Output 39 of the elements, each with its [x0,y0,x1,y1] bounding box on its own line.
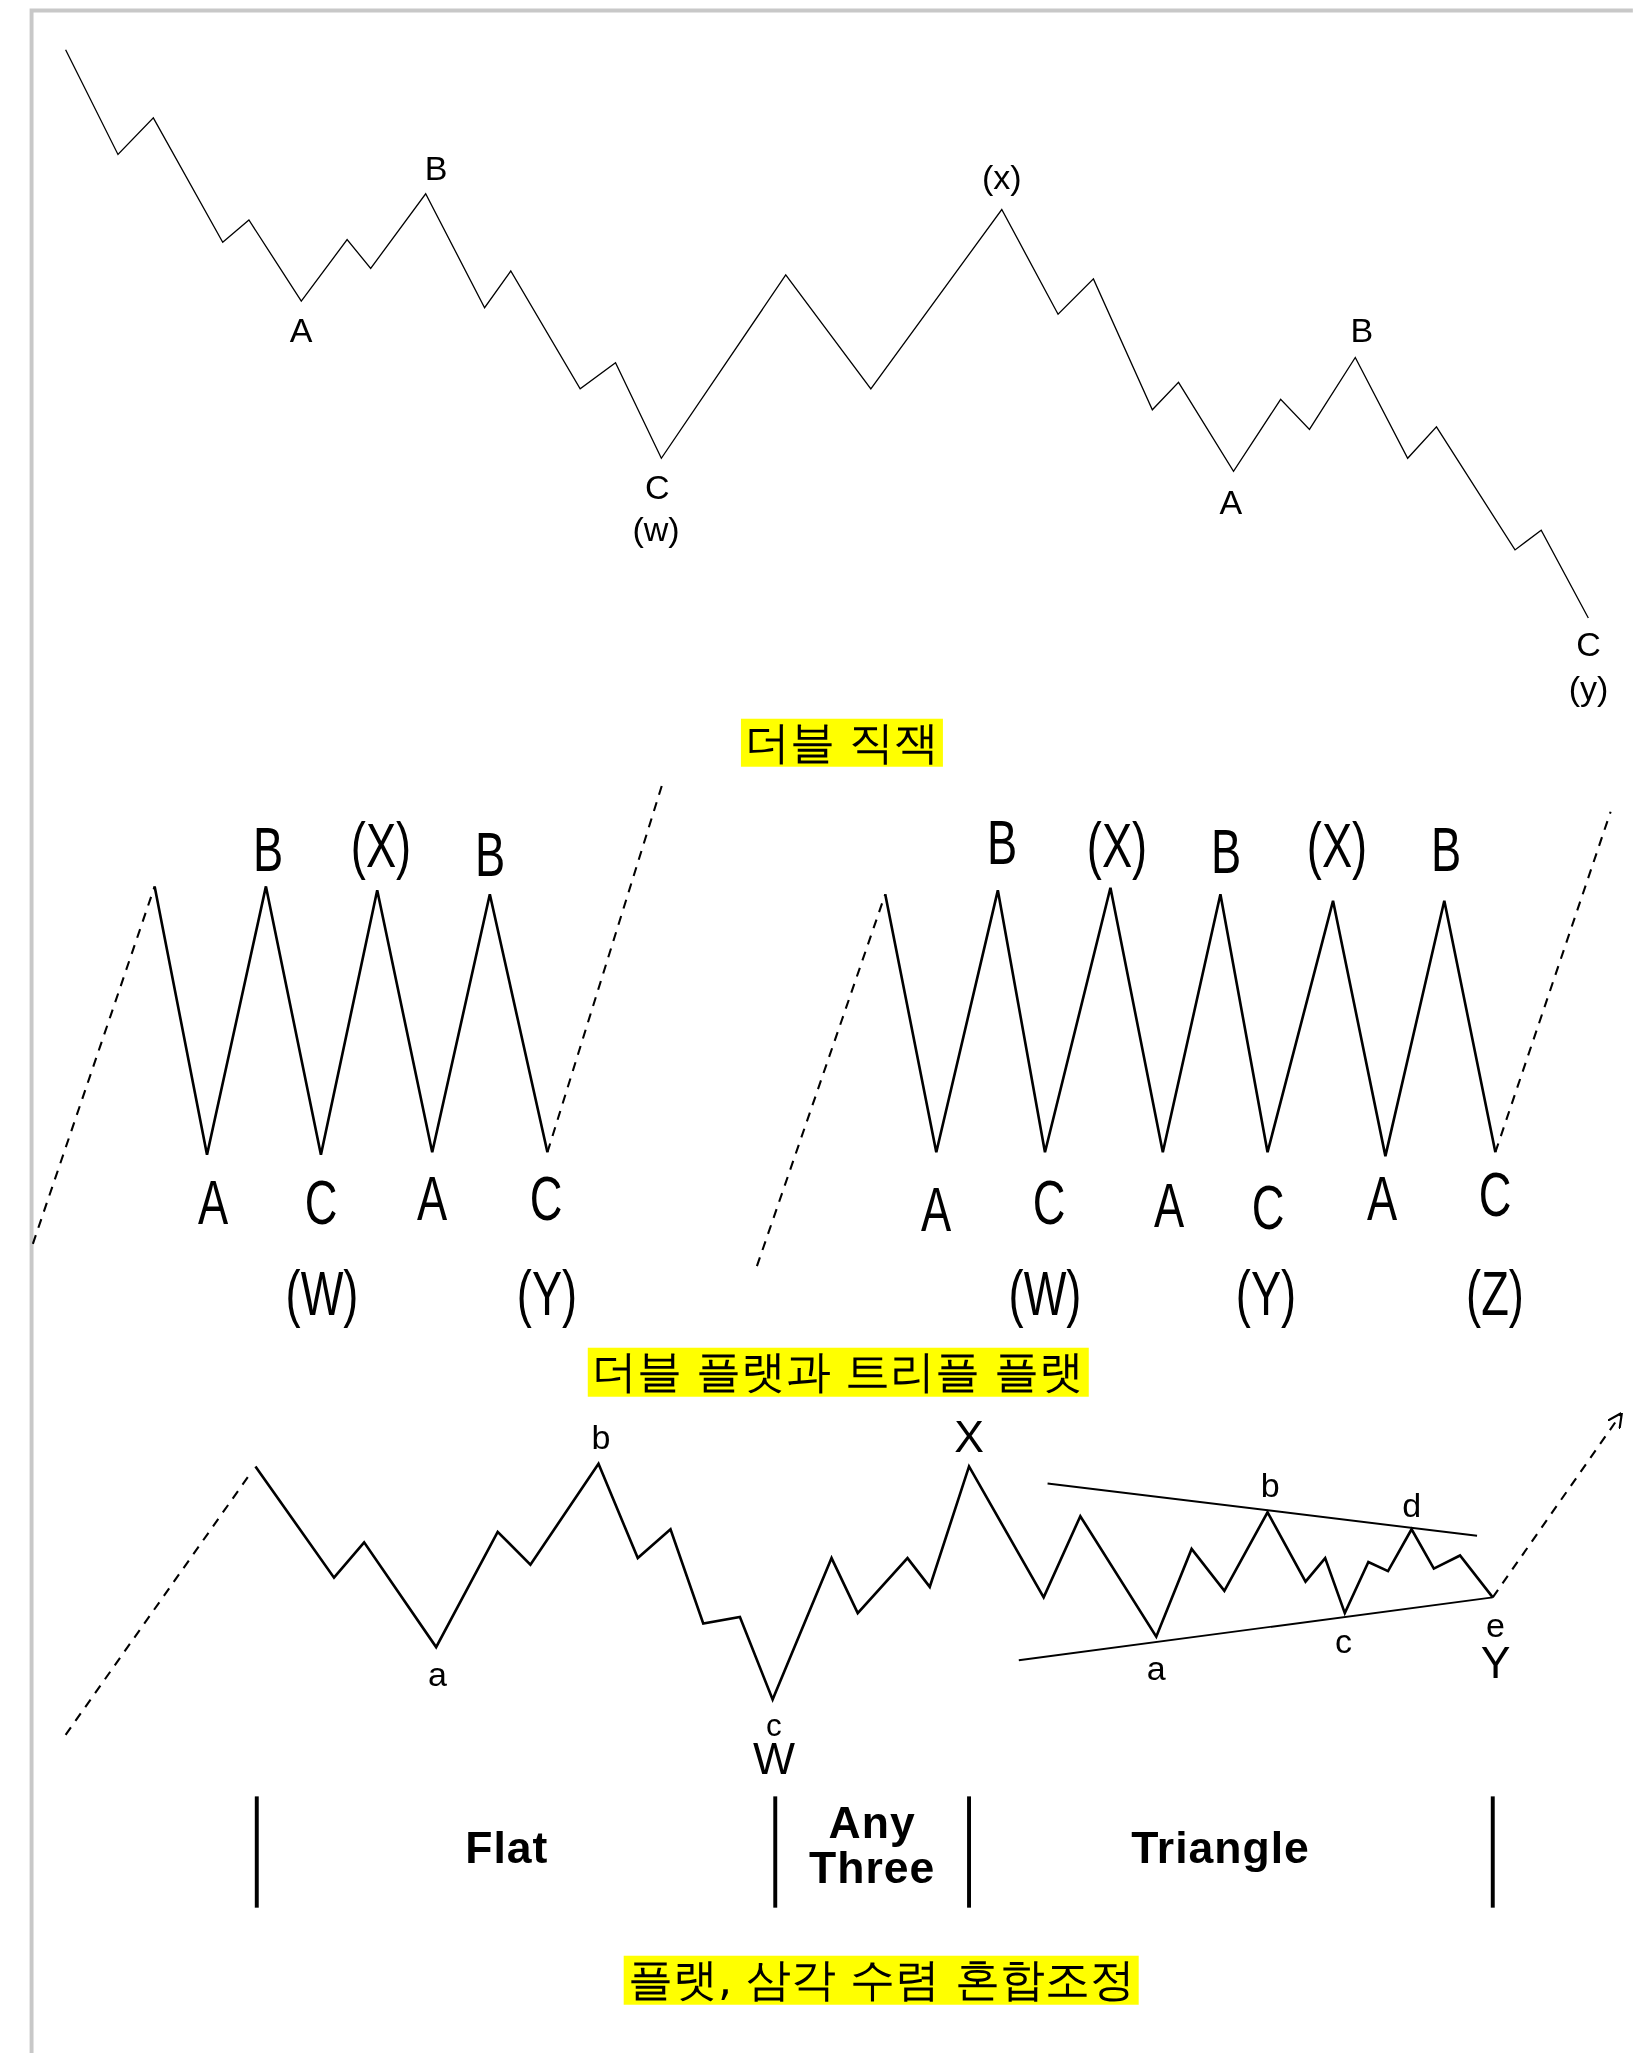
wave-label: B [1210,819,1241,883]
wave-label: B [253,817,284,880]
wave-label: C [1576,627,1601,662]
wave-label: A [198,1170,229,1234]
caption: 플랫, 삼각 수렴 혼합조정 [624,1955,1139,2005]
wave-label: C [1032,1170,1066,1234]
wave-label: b [1260,1468,1280,1503]
section-label: Flat [465,1825,549,1870]
wave-label: B [474,822,505,886]
wave-label: (y) [1568,670,1609,705]
wave-label: B [1430,817,1461,880]
section-label: Any Three [808,1801,937,1891]
wave-label: e [1486,1608,1505,1643]
wave-label: X [954,1414,984,1459]
wave-label: C [304,1170,338,1234]
wave-label: b [591,1419,611,1454]
wave-label: (w) [632,512,680,547]
wave-label: (x) [981,159,1022,194]
wave-label: C [645,470,670,505]
wave-label: C [529,1166,563,1230]
wave-label: C [1251,1175,1284,1239]
caption: 더블 플랫과 트리플 플랫 [587,1348,1089,1397]
wave-label: A [1219,484,1243,519]
wave-label: Y [1480,1640,1511,1686]
wave-label: A [417,1166,448,1230]
wave-label: A [1366,1166,1397,1230]
wave-label: A [921,1177,952,1241]
wave-label: d [1402,1487,1422,1522]
wave-label: A [1154,1173,1185,1237]
wave-label: A [289,313,313,347]
wave-label: a [1146,1651,1166,1686]
wave-label: B [424,150,448,185]
wave-label: C [1479,1162,1512,1226]
wave-label: a [427,1656,447,1691]
wave-label: B [1350,313,1374,347]
caption: 더블 직잭 [740,718,944,767]
wave-label: B [986,810,1017,874]
wave-label: c [1335,1623,1353,1658]
section-label: Triangle [1131,1825,1310,1870]
